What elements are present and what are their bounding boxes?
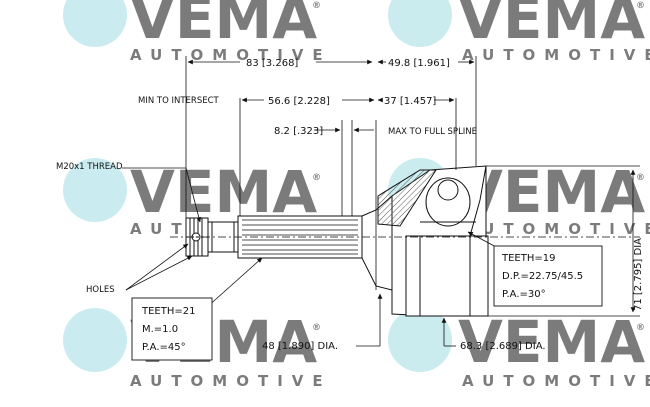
inner-spline-spec-box: TEETH=19 D.P.=22.75/45.5 P.A.=30° [493,245,603,307]
watermark-brand: VEMA [458,308,645,376]
callout-thread: M20x1 THREAD [56,162,123,172]
watermark-brand: VEMA [458,0,645,52]
watermark-registered: ® [636,173,645,183]
watermark-sub: AUTOMOTIVE [462,372,650,390]
watermark-logo-icon [388,308,452,372]
watermark-bottom-right: VEMA AUTOMOTIVE ® [388,308,650,390]
label-max-to-full-spline: MAX TO FULL SPLINE [388,127,477,137]
watermark-registered: ® [312,1,321,11]
watermark-sub: AUTOMOTIVE [462,46,650,64]
cv-joint-part [170,165,640,317]
dim-overall-length: 83 [3.268] [246,58,298,69]
dim-shaft-dia: 48 [1.890] DIA. [262,341,338,352]
watermark-top-left: VEMA AUTOMOTIVE ® [63,0,332,64]
ball [437,179,459,201]
outer-spline-spec-box: TEETH=21 M.=1.0 P.A.=45° [131,297,213,361]
watermark-brand: VEMA [130,158,317,226]
dim-outer-length: 49.8 [1.961] [388,58,450,69]
watermark-brand: VEMA [130,0,317,52]
inner-spline-pitch-diameter: D.P.=22.75/45.5 [502,271,583,282]
leader-lines [122,167,499,347]
dim-max-to-full-spline: 37 [1.457] [384,96,436,107]
watermark-sub: AUTOMOTIVE [462,220,650,238]
inner-spline-pressure-angle: P.A.=30° [502,289,546,300]
inner-race [425,177,471,227]
watermark-sub: AUTOMOTIVE [130,372,332,390]
dim-min-to-intersect: 56.6 [2.228] [268,96,330,107]
watermark-registered: ® [636,1,645,11]
dim-shoulder: 8.2 [.323] [274,126,323,137]
watermark-layer: VEMA AUTOMOTIVE ® VEMA AUTOMOTIVE ® VEMA… [63,0,650,390]
watermark-logo-icon [63,308,127,372]
watermark-registered: ® [312,173,321,183]
spline-lines [242,219,358,255]
label-min-to-intersect: MIN TO INTERSECT [138,96,220,106]
watermark-registered: ® [636,323,645,333]
watermark-sub: AUTOMOTIVE [130,46,332,64]
outer-spline-module: M.=1.0 [142,324,178,335]
dim-bell-dia: 68.3 [2.689] DIA. [460,341,546,352]
watermark-logo-icon [388,0,452,47]
outer-spline-pressure-angle: P.A.=45° [142,342,186,353]
outer-race-body [405,235,489,317]
bell-section-hatch [377,169,437,227]
watermark-top-right: VEMA AUTOMOTIVE ® [388,0,650,64]
dim-outer-dia: 71 [2.795] DIA [633,238,644,311]
callout-holes: HOLES [86,285,115,295]
watermark-logo-icon [63,158,127,222]
watermark-brand: VEMA [458,158,645,226]
watermark-registered: ® [312,323,321,333]
inner-spline-teeth: TEETH=19 [501,253,555,264]
outer-spline-teeth: TEETH=21 [141,306,195,317]
watermark-logo-icon [63,0,127,47]
dimension-lines [185,56,640,317]
